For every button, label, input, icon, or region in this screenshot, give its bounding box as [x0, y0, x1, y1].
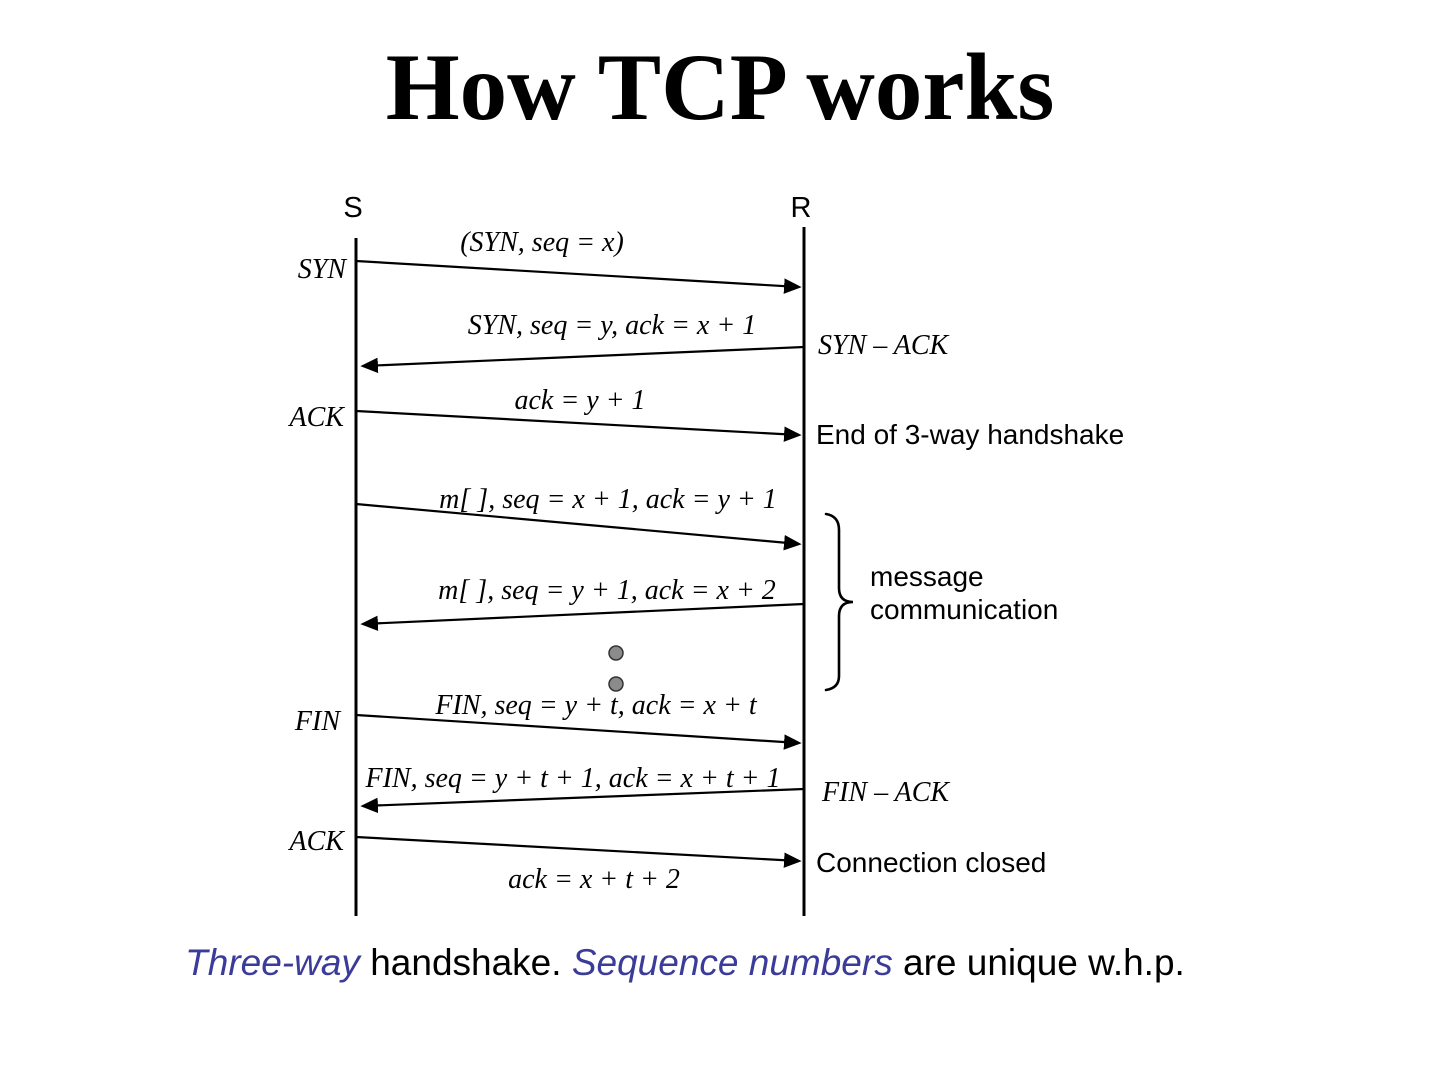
receiver-event-finack: FIN – ACK: [822, 777, 950, 808]
message-arrow-ack: [355, 409, 802, 442]
caption: Three-way handshake. Sequence numbers ar…: [0, 942, 1370, 984]
sender-event-ack: ACK: [289, 402, 344, 433]
message-arrow-synack: [360, 345, 805, 374]
caption-handshake: handshake.: [359, 942, 572, 983]
brace-label-line2: communication: [870, 594, 1059, 625]
sender-event-fin: FIN: [294, 706, 340, 737]
message-arrow-data1: [355, 502, 802, 551]
ellipsis-dot: [608, 676, 624, 692]
message-label-data2: m[ ], seq = y + 1, ack = x + 2: [438, 575, 776, 606]
ellipsis-dot: [608, 645, 624, 661]
message-label-finack: FIN, seq = y + t + 1, ack = x + t + 1: [365, 763, 781, 794]
receiver-event-handshake-end: End of 3-way handshake: [816, 419, 1125, 450]
sender-endpoint-label: S: [343, 192, 363, 224]
message-arrow-lastack: [355, 835, 802, 868]
message-arrow-syn: [355, 259, 802, 294]
caption-unique: are unique w.h.p.: [892, 942, 1185, 983]
sender-event-syn: SYN: [297, 254, 346, 285]
message-arrow-data2: [360, 602, 805, 632]
page-title: How TCP works: [385, 34, 1055, 140]
message-label-syn: (SYN, seq = x): [460, 227, 624, 258]
brace: [824, 512, 854, 692]
caption-threeway: Three-way: [185, 942, 360, 983]
message-label-lastack: ack = x + t + 2: [508, 864, 680, 895]
message-label-synack: SYN, seq = y, ack = x + 1: [467, 310, 757, 341]
message-arrow-fin: [355, 713, 802, 750]
receiver-event-closed: Connection closed: [816, 847, 1047, 878]
sender-event-ack2: ACK: [289, 826, 344, 857]
message-arrow-finack: [360, 787, 805, 814]
brace-label-line1: message: [870, 561, 984, 592]
message-label-fin: FIN, seq = y + t, ack = x + t: [435, 690, 757, 721]
caption-sequence-numbers: Sequence numbers: [571, 942, 893, 983]
message-label-data1: m[ ], seq = x + 1, ack = y + 1: [439, 484, 777, 515]
receiver-event-synack: SYN – ACK: [818, 330, 949, 361]
message-label-ack: ack = y + 1: [514, 385, 646, 416]
receiver-endpoint-label: R: [790, 192, 812, 224]
